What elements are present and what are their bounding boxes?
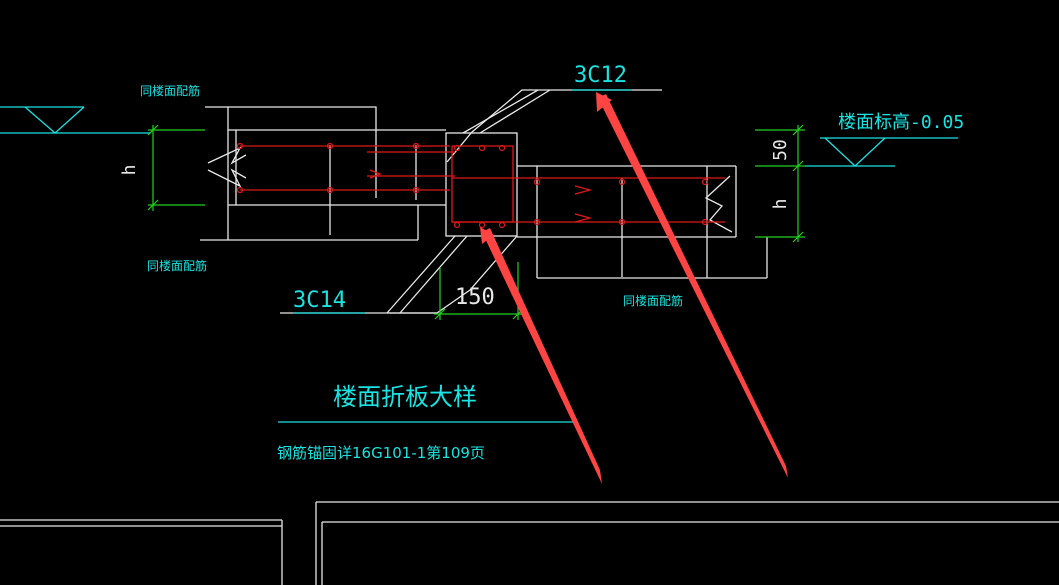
drawing-subtitle: 钢筋锚固详16G101-1第109页 <box>277 444 485 462</box>
elevation-symbols <box>0 89 958 423</box>
drawing-title: 楼面折板大样 <box>333 383 477 411</box>
note-lower-right: 同楼面配筋 <box>623 293 683 308</box>
dim-offset: 50 <box>770 139 791 161</box>
dim-width: 150 <box>455 285 495 310</box>
note-upper-left: 同楼面配筋 <box>140 83 200 98</box>
elevation-label: 楼面标高-0.05 <box>838 112 964 133</box>
note-lower-left: 同楼面配筋 <box>147 258 207 273</box>
rebar-lines <box>240 145 725 223</box>
callout-arrows <box>480 92 788 484</box>
rebar-bottom-label: 3C14 <box>293 288 346 313</box>
dim-thickness-right: h <box>770 199 791 210</box>
slab-outline <box>200 89 768 314</box>
dim-thickness-left: h <box>119 165 140 176</box>
dimension-lines <box>147 124 805 320</box>
bottom-frames <box>0 501 1059 585</box>
rebar-dots <box>236 142 709 229</box>
rebar-top-label: 3C12 <box>574 63 627 88</box>
